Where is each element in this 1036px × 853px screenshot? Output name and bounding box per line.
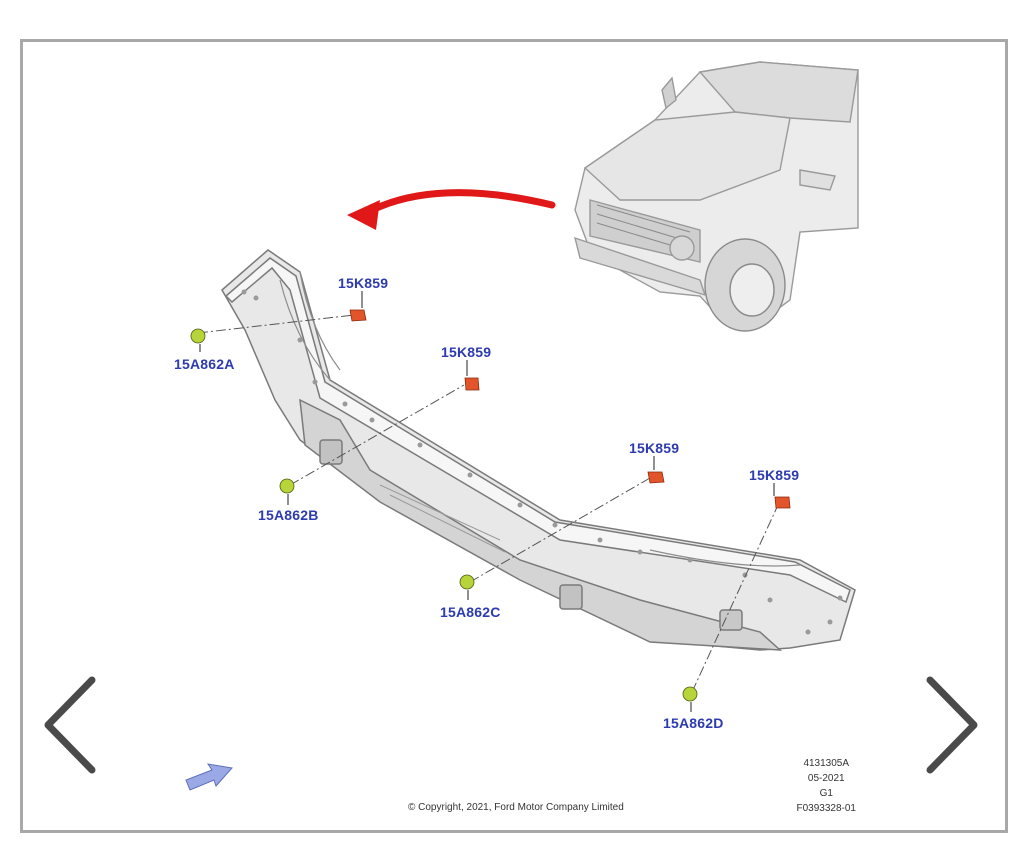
sensor-15K859-1 — [349, 309, 367, 322]
chevron-left-icon — [44, 676, 96, 774]
bezel-15A862C — [459, 574, 475, 590]
callout-15K859-4: 15K859 — [749, 467, 800, 483]
copyright-text: © Copyright, 2021, Ford Motor Company Li… — [408, 802, 624, 813]
previous-button[interactable] — [34, 670, 104, 780]
parking-sensors — [349, 309, 791, 509]
direction-arrow-icon — [185, 763, 233, 791]
callout-15A862A: 15A862A — [174, 356, 235, 372]
chevron-right-icon — [926, 676, 978, 774]
bumper-bolts — [241, 289, 843, 635]
vehicle-illustration — [574, 61, 859, 332]
meta-line1: 4131305A — [803, 758, 850, 769]
callout-15A862C: 15A862C — [440, 604, 501, 620]
red-direction-arrow — [347, 189, 556, 230]
callout-15A862D: 15A862D — [663, 715, 724, 731]
callout-15A862B: 15A862B — [258, 507, 319, 523]
sensor-15K859-4 — [774, 496, 791, 509]
bumper-illustration — [221, 249, 856, 651]
callout-15K859-2: 15K859 — [441, 344, 492, 360]
meta-line3: G1 — [819, 788, 833, 799]
sensor-15K859-3 — [647, 471, 665, 484]
diagram-metadata: 4131305A 05-2021 G1 F0393328-01 — [797, 756, 857, 816]
bezel-15A862B — [279, 478, 295, 494]
meta-line2: 05-2021 — [807, 773, 845, 784]
sensor-15K859-2 — [464, 377, 480, 391]
callout-ticks — [199, 291, 775, 712]
leader-lines — [197, 314, 779, 693]
sensor-bezels — [190, 328, 698, 702]
bezel-15A862D — [682, 686, 698, 702]
callout-15K859-3: 15K859 — [629, 440, 680, 456]
callout-15K859-1: 15K859 — [338, 275, 389, 291]
meta-line4: F0393328-01 — [796, 803, 857, 814]
bezel-15A862A — [190, 328, 206, 344]
next-button[interactable] — [918, 670, 988, 780]
